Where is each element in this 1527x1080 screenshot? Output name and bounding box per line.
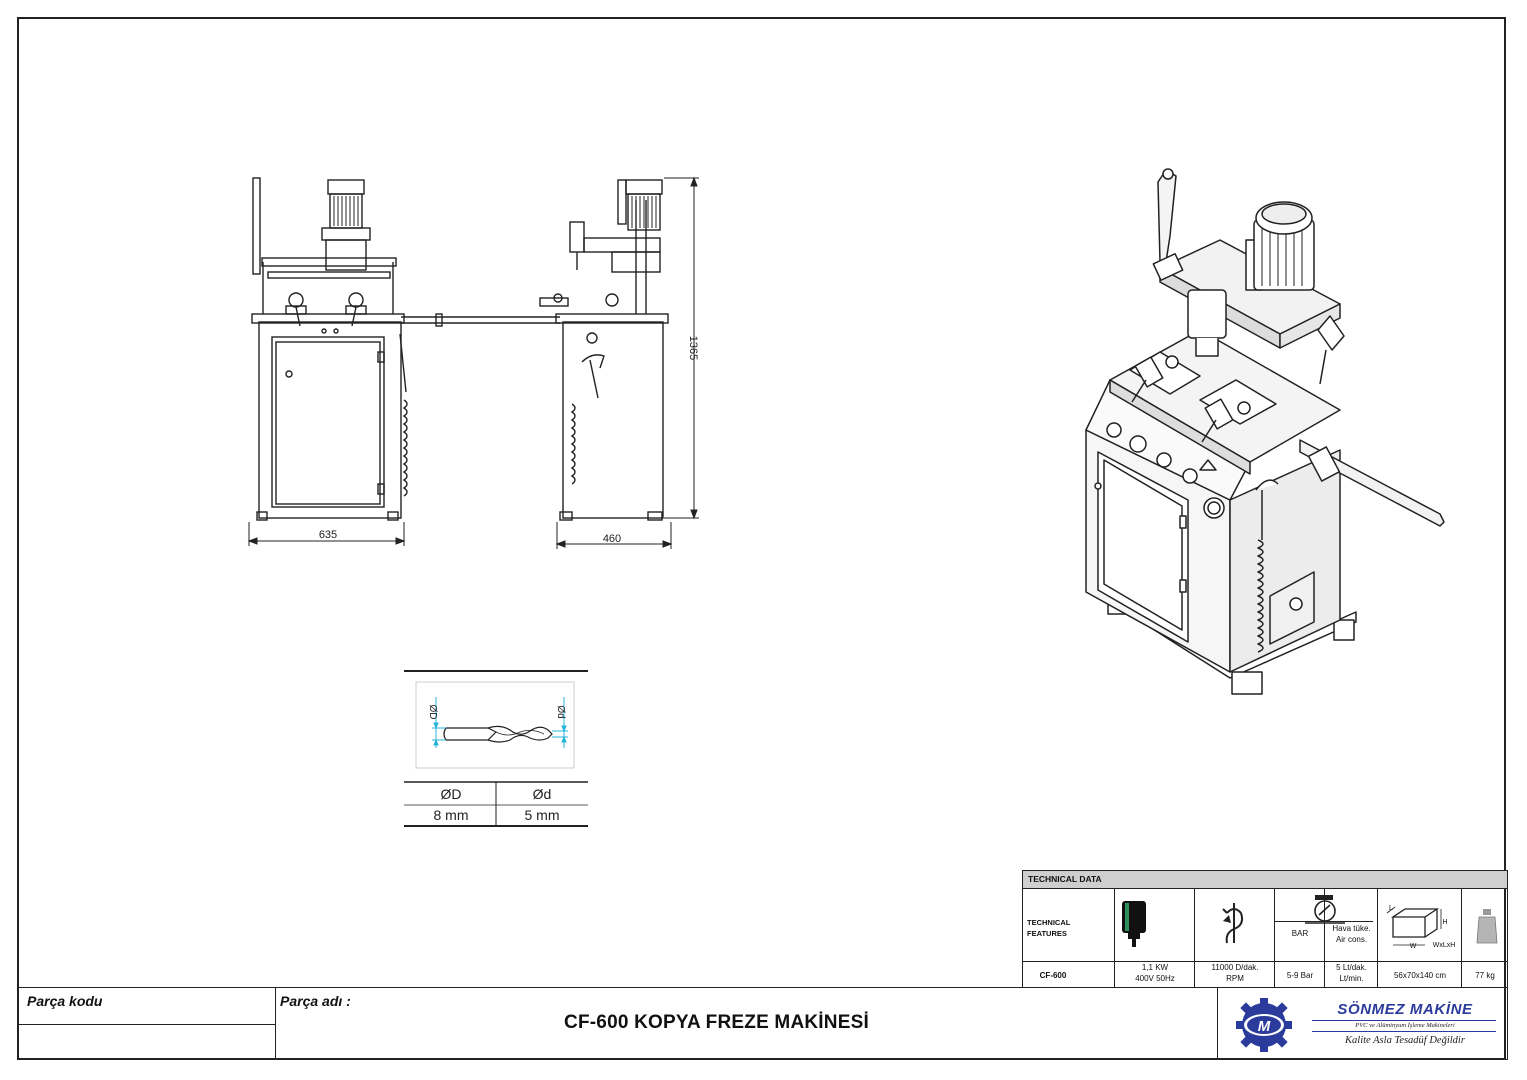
tech-dimensions-value: 56x70x140 cm	[1393, 971, 1447, 980]
cutter-axis-label-d: Ød	[555, 705, 566, 718]
tech-col-dimensions	[1378, 889, 1462, 987]
tech-dim-icon-w: W	[1409, 943, 1417, 950]
cutter-head-D: ØD	[441, 786, 462, 802]
tech-model: CF-600	[1039, 971, 1067, 980]
tech-rpm-value: 11000 D/dak.	[1211, 963, 1259, 972]
height-dimension: 1365	[687, 336, 699, 360]
tech-dim-icon-l: L	[1389, 905, 1393, 912]
tech-row-divider	[1023, 961, 1507, 962]
tech-col-rpm	[1195, 889, 1275, 987]
tech-rpm-unit: RPM	[1226, 974, 1244, 983]
part-code-value-cell	[17, 1024, 276, 1060]
tech-col-bar	[1275, 889, 1325, 987]
cutter-value-d: 5 mm	[525, 807, 560, 823]
rotation-icon	[1222, 903, 1244, 944]
front-width-dimension: 635	[319, 529, 337, 541]
pressure-gauge-icon	[1305, 895, 1345, 924]
tech-dim-icon-h: H	[1442, 919, 1448, 926]
tech-dim-icon-label: WxLxH	[1432, 942, 1456, 949]
front-view	[251, 177, 408, 521]
sonmez-gear-logo: M	[1236, 998, 1292, 1052]
tech-features-label-2: FEATURES	[1027, 929, 1067, 938]
tech-air-value-1: 5 Lt/dak.	[1336, 963, 1367, 972]
brand-slogan: Kalite Asla Tesadüf Değildir	[1345, 1035, 1465, 1046]
tech-air-value-2: Lt/min.	[1339, 974, 1364, 983]
technical-data-title: TECHNICAL DATA	[1023, 871, 1507, 889]
cutter-value-D: 8 mm	[434, 807, 469, 823]
brand-cell	[1217, 987, 1508, 1060]
tech-col-motor	[1115, 889, 1195, 987]
brand-subtitle: PVC ve Alüminyum İşleme Makineleri	[1355, 1022, 1455, 1029]
dimensions-box-icon	[1386, 906, 1442, 946]
tech-col-features	[1023, 889, 1115, 987]
part-name-label: Parça adı :	[280, 993, 351, 1009]
tech-air-head-2: Air cons.	[1335, 935, 1368, 944]
tech-motor-power: 1,1 KW	[1141, 963, 1169, 972]
tech-bar-head: BAR	[1291, 929, 1309, 938]
drawing-title: CF-600 KOPYA FREZE MAKİNESİ	[564, 1012, 869, 1033]
tech-features-label-1: TECHNICAL	[1027, 918, 1071, 927]
tech-bar-value: 5-9 Bar	[1286, 971, 1314, 980]
motor-icon	[1122, 901, 1146, 947]
tech-motor-voltage: 400V 50Hz	[1135, 974, 1175, 983]
logo-letter: M	[1258, 1018, 1271, 1035]
tech-weight-value: 77 kg	[1475, 971, 1495, 980]
technical-data-table: TECHNICAL DATA TECHNICAL FEATURES CF-600…	[1022, 870, 1508, 988]
tech-col-air	[1325, 889, 1378, 987]
cutter-head-d: Ød	[533, 786, 552, 802]
brand-name: SÖNMEZ MAKİNE	[1337, 1001, 1473, 1018]
tech-air-head-1: Hava tüke.	[1332, 924, 1371, 933]
part-code-label: Parça kodu	[27, 993, 103, 1009]
weight-icon	[1476, 909, 1498, 944]
side-depth-dimension: 460	[603, 533, 621, 545]
cutter-axis-label-D: ØD	[427, 705, 438, 720]
side-view	[539, 179, 669, 521]
